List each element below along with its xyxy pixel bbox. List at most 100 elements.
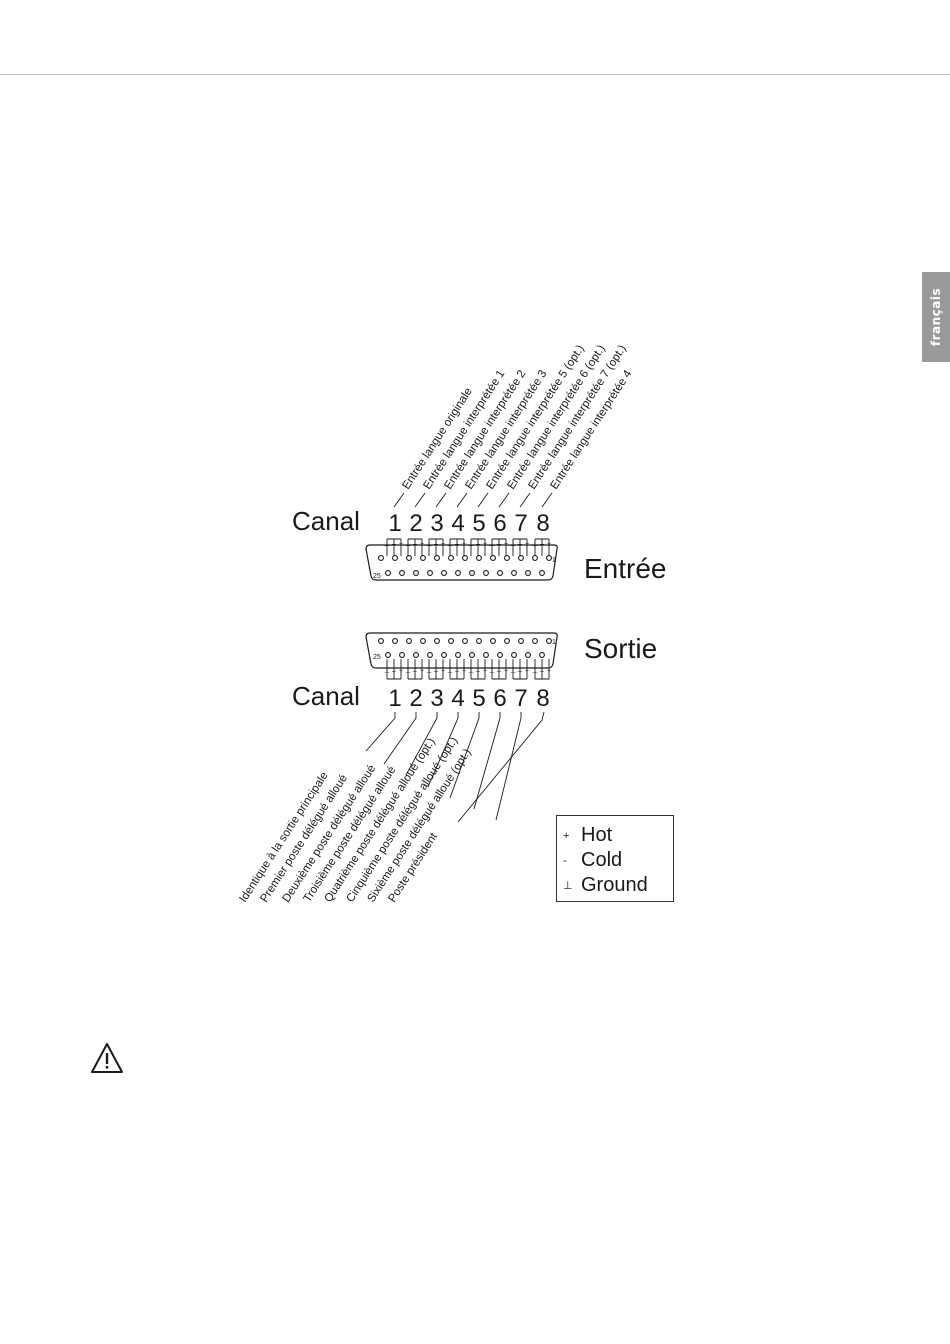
output_connector-pin (420, 638, 426, 644)
output_connector-polarity-ground: ⊥ (426, 668, 432, 675)
output_connector-polarity-hot: + (399, 668, 403, 675)
input_connector-pin (490, 555, 496, 561)
output_connector-channel-number-1: 1 (388, 685, 401, 712)
output_connector-polarity-ground: ⊥ (468, 668, 474, 675)
output_connector-polarity-cold: – (434, 668, 438, 675)
output_connector-channel-number-7: 7 (514, 685, 527, 712)
legend-row-ground: ⊥ Ground (563, 873, 648, 898)
output_connector-pin (427, 652, 433, 658)
output_connector-polarity-ground: ⊥ (510, 668, 516, 675)
output_connector-dsub-shell (365, 632, 558, 669)
input_connector-channel-number-6: 6 (493, 510, 506, 537)
input_connector-pin (378, 555, 384, 561)
hot-label: Hot (581, 824, 613, 846)
output_connector-polarity-cold: – (518, 668, 522, 675)
language-tab: français (922, 272, 950, 362)
input_connector-polarity-cold: – (434, 541, 438, 548)
input_connector-polarity-ground: ⊥ (532, 541, 538, 548)
input-leader-line (519, 492, 531, 508)
input_connector-connector-name: Entrée (584, 553, 667, 584)
output-leader-line (383, 712, 417, 765)
output_connector-pin (434, 638, 440, 644)
output_connector-pin (392, 638, 398, 644)
input_connector-pin (399, 570, 405, 576)
output_connector-polarity-cold: – (392, 668, 396, 675)
output_connector-pin-1-label: 1 (552, 639, 556, 646)
output_connector-polarity-ground: ⊥ (489, 668, 495, 675)
output_connector-polarity-cold: – (540, 668, 544, 675)
output-leader-line (365, 712, 396, 752)
output_connector-pin (497, 652, 503, 658)
output_connector-polarity-hot: + (462, 668, 466, 675)
output_connector-polarity-hot: + (504, 668, 508, 675)
output_connector-pin (462, 638, 468, 644)
input_connector-polarity-cold: – (497, 541, 501, 548)
input_connector-pin (420, 555, 426, 561)
output_connector-polarity-ground: ⊥ (405, 668, 411, 675)
header-rule (0, 74, 950, 75)
polarity-legend: + Hot - Cold ⊥ Ground (556, 815, 674, 902)
input_connector-pin (441, 570, 447, 576)
output_connector-pin (539, 652, 545, 658)
input_connector-channel-number-4: 4 (451, 510, 464, 537)
output_connector-pin (476, 638, 482, 644)
output-leader-line (495, 712, 522, 821)
input_connector-polarity-cold: – (455, 541, 459, 548)
input_connector-polarity-ground: ⊥ (489, 541, 495, 548)
cold-symbol: - (563, 854, 567, 867)
output_connector-canal-label: Canal (292, 681, 360, 711)
output_connector-polarity-cold: – (413, 668, 417, 675)
output_connector-pin (490, 638, 496, 644)
input_connector-pin (434, 555, 440, 561)
output_connector-pin (546, 638, 552, 644)
input-leader-line (541, 492, 553, 508)
input_connector-pin (413, 570, 419, 576)
output_connector-pin (518, 638, 524, 644)
output_connector-channel-number-3: 3 (430, 685, 443, 712)
input-leader-line (477, 492, 489, 508)
output_connector-pin (511, 652, 517, 658)
input_connector-canal-label: Canal (292, 506, 360, 536)
output_connector-polarity-ground: ⊥ (447, 668, 453, 675)
output_connector-pin-25-label: 25 (373, 654, 381, 661)
output-leader-line (473, 712, 501, 810)
input_connector-pin (525, 570, 531, 576)
input_connector-polarity-hot: + (483, 541, 487, 548)
input_connector-polarity-ground: ⊥ (447, 541, 453, 548)
input_connector-polarity-hot: + (399, 541, 403, 548)
input_connector-polarity-cold: – (540, 541, 544, 548)
input_connector-polarity-cold: – (476, 541, 480, 548)
input_connector-polarity-ground: ⊥ (384, 541, 390, 548)
output_connector-pin (504, 638, 510, 644)
output-leader-line (427, 712, 459, 788)
input_connector-channel-number-1: 1 (388, 510, 401, 537)
ground-symbol: ⊥ (563, 880, 573, 892)
output-leader-line (449, 712, 480, 799)
output_connector-pin (385, 652, 391, 658)
input_connector-channel-number-8: 8 (536, 510, 549, 537)
input-leader-line (414, 492, 426, 508)
output_connector-pin (448, 638, 454, 644)
output-leader-line (405, 712, 438, 776)
output_connector-pin (399, 652, 405, 658)
output_connector-polarity-hot: + (420, 668, 424, 675)
input_connector-polarity-cold: – (413, 541, 417, 548)
input_connector-pin (392, 555, 398, 561)
input_connector-pin (539, 570, 545, 576)
input_connector-polarity-cold: – (518, 541, 522, 548)
input_connector-pin (546, 555, 552, 561)
input_connector-pin (532, 555, 538, 561)
input_connector-pin (455, 570, 461, 576)
output_connector-pin (378, 638, 384, 644)
input_connector-dsub-shell (365, 544, 558, 581)
input_connector-pin (518, 555, 524, 561)
output_connector-polarity-cold: – (476, 668, 480, 675)
input_connector-pin (476, 555, 482, 561)
output_connector-pin (469, 652, 475, 658)
input_connector-polarity-hot: + (504, 541, 508, 548)
input_connector-polarity-hot: + (420, 541, 424, 548)
output_connector-polarity-ground: ⊥ (384, 668, 390, 675)
input_connector-polarity-ground: ⊥ (426, 541, 432, 548)
output_connector-polarity-hot: + (441, 668, 445, 675)
input_connector-channel-number-2: 2 (409, 510, 422, 537)
